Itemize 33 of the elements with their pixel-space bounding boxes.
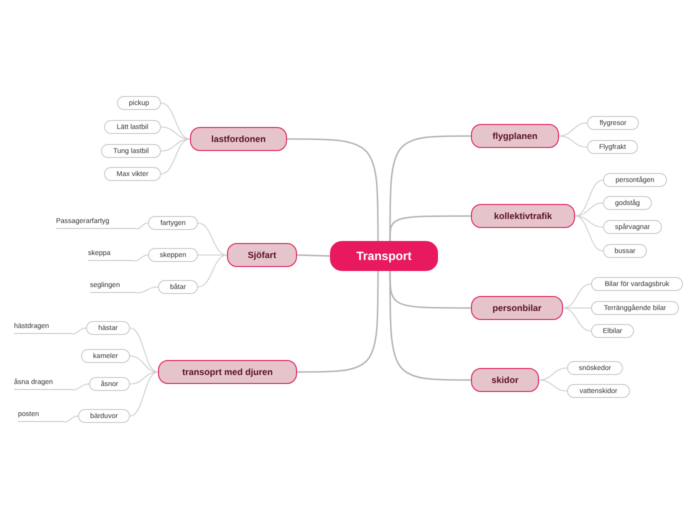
connector-line xyxy=(198,222,228,256)
connector-line xyxy=(558,136,588,148)
connector-line xyxy=(136,222,148,230)
connector-line xyxy=(72,328,86,334)
topic-box: Sjöfart xyxy=(227,243,297,267)
connector-line xyxy=(72,384,90,390)
connector-line xyxy=(130,328,158,372)
topic-box: skidor xyxy=(471,368,539,392)
connector-line xyxy=(538,380,568,392)
central-topic: Transport xyxy=(330,241,438,271)
connector-line xyxy=(134,254,148,262)
topic-box: transoprt med djuren xyxy=(158,360,297,384)
topic-box: personbilar xyxy=(471,296,563,320)
topic-box: kollektivtrafik xyxy=(471,204,575,228)
connector-line xyxy=(160,102,190,140)
connector-line xyxy=(198,254,228,288)
connector-line xyxy=(562,308,592,332)
connector-line xyxy=(297,271,379,373)
topic-box: lastfordonen xyxy=(190,127,287,151)
connector-line xyxy=(562,284,592,308)
connector-line xyxy=(287,138,379,241)
connector-line xyxy=(389,215,471,241)
connector-line xyxy=(136,286,158,294)
connector-line xyxy=(389,135,471,241)
connector-line xyxy=(160,138,190,174)
topic-box: flygplanen xyxy=(471,124,559,148)
connector-line xyxy=(130,372,158,384)
connector-line xyxy=(64,416,78,422)
connector-line xyxy=(574,216,604,252)
connector-line xyxy=(130,372,158,416)
connector-line xyxy=(574,180,604,216)
connector-line xyxy=(389,271,471,381)
connector-line xyxy=(296,254,330,257)
